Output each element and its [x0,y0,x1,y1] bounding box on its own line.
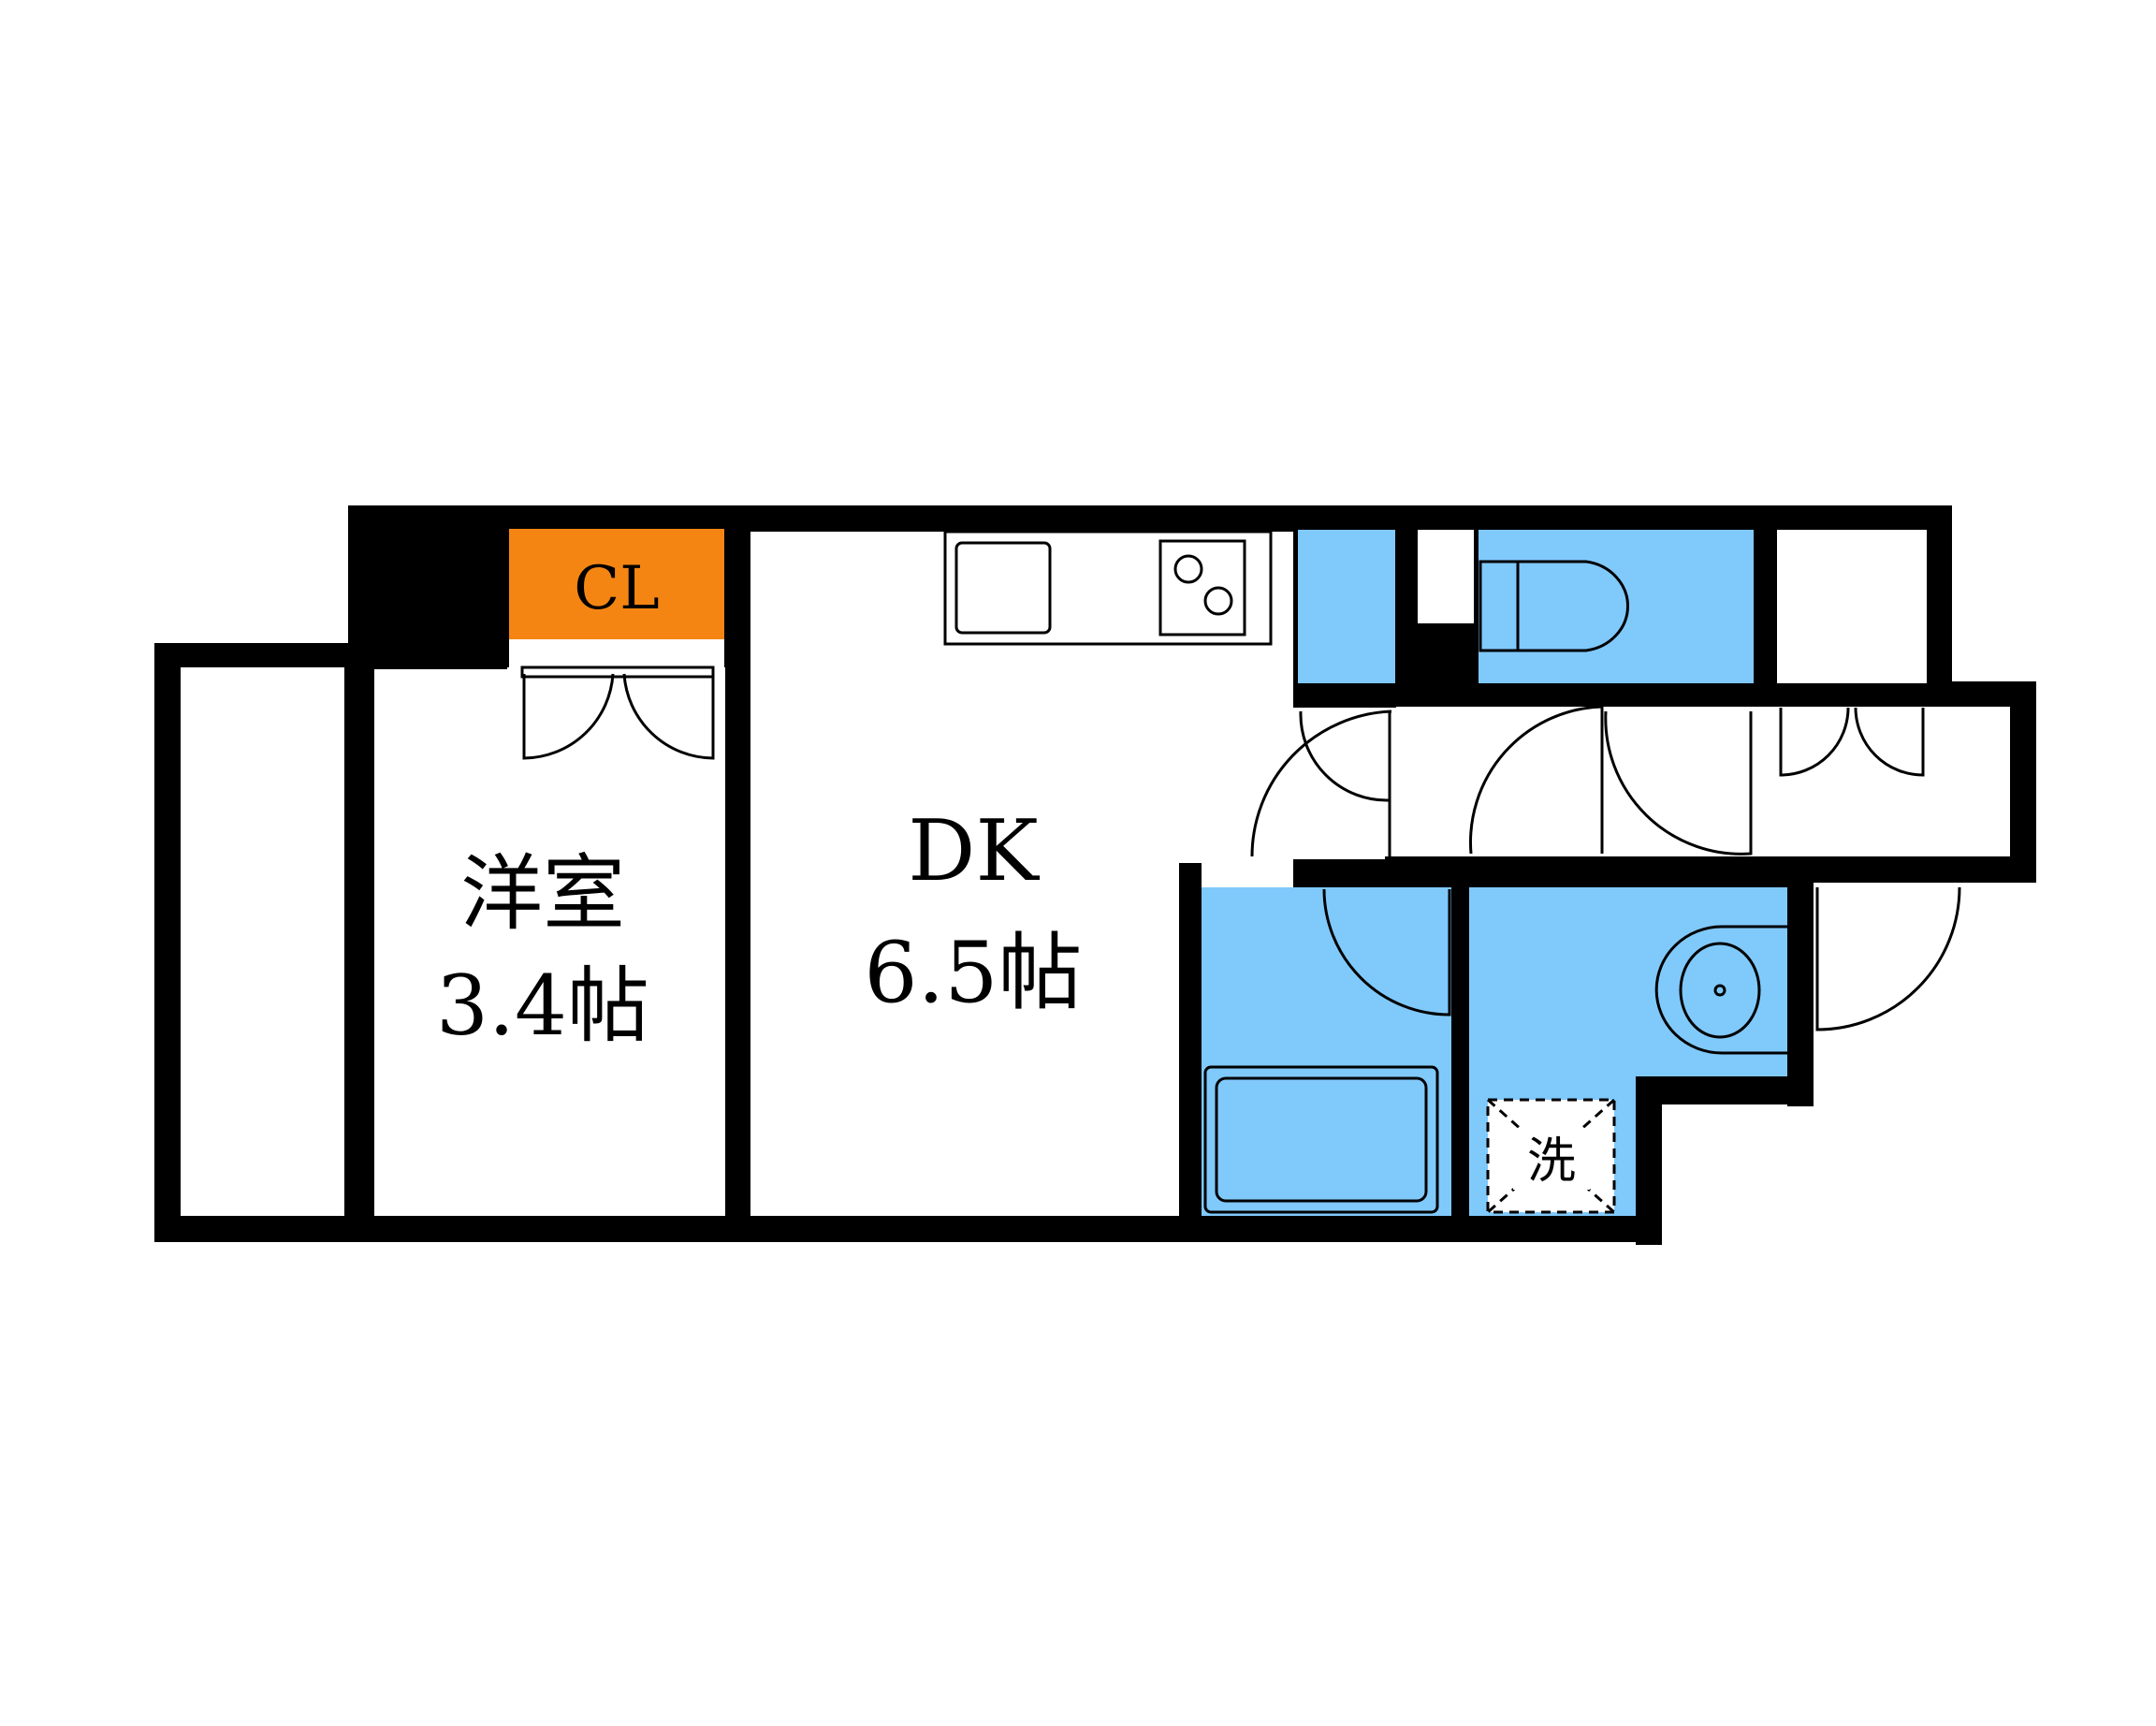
hall-bottom-right [1814,856,2036,883]
wall-toilet-bottom [1479,683,1754,687]
western-room-size: 3.4帖 [436,958,649,1054]
door-swing-icon [1815,886,1961,1031]
floors [181,505,2010,1216]
washbasin-bowl [1679,942,1761,1039]
toilet-left-block [1418,530,1474,623]
door-fixtures [350,509,1961,1216]
door-swing-icon [1779,707,1850,777]
door-swing-icon [1469,705,1603,855]
washbasin-icon [1654,925,1787,1055]
balcony-floor [181,667,344,1216]
door-swing-icon [1604,710,1753,856]
wall-wash-entrance [1787,887,1814,1103]
hallway-left [1254,700,1385,859]
exterior-cover-right [1815,1106,2040,1247]
bathroom-floor [1201,887,1451,1216]
western-room-name: 洋室 [460,845,625,942]
storage-right [1777,530,1927,683]
main-right-cover [1952,487,2064,681]
hall-top-right [1927,681,2036,707]
kitchen [943,530,1273,646]
wash-wall-right [1636,1076,1662,1245]
dk-kitchen-corner [1273,532,1293,685]
stove-icon [1158,539,1246,636]
laundry-label: 洗 [1527,1134,1576,1190]
storage-blue [1298,530,1395,683]
door-swing-icon [1322,888,1451,1017]
entrance-floor [1814,887,1943,1106]
entrance-inner [1814,883,1943,892]
washbasin-drain [1713,984,1726,997]
wall-dk-right [1179,863,1202,1242]
bathtub-inner [1215,1076,1428,1203]
door-swing-icon [1250,709,1392,857]
wall-toilet-storage [1754,530,1777,689]
dk-room-size: 6.5帖 [864,924,1082,1022]
wall-storage-toilet [1395,530,1418,689]
washroom-floor [1469,887,1787,1103]
door-swing-icon [522,673,615,760]
hall-right-cover [2036,655,2055,899]
door-swing-icon [1299,710,1391,802]
bath-fixture [1203,1065,1439,1214]
washer-label-bg [1513,1128,1590,1190]
wall-toilet-left [1418,623,1479,689]
wall-storage-bottom [1293,683,1396,708]
dk-room-name: DK [908,802,1040,900]
stove-burner [1173,554,1203,584]
closet-front [509,639,724,667]
closet-label: CL [574,554,659,623]
exterior-cover-right2 [1638,1104,1825,1245]
structure-column [348,505,507,669]
top-wall-right [1293,505,1952,530]
toilet-fixture [1479,560,1629,652]
closet-floor [509,529,724,639]
toilet-icon [1516,560,1629,652]
toilet-room-floor [1479,530,1754,683]
wall-right-storage-bottom [1777,683,1927,687]
main-right-wall [1927,505,1952,702]
stove-burner [1203,586,1233,616]
door-swing-icon [1854,707,1925,777]
washbasin-fixture [1654,925,1787,1055]
closet-door-frame [520,666,715,679]
wash-wall-bottom [1636,1076,1814,1103]
bathtub-icon [1203,1065,1439,1214]
sink-icon [954,541,1052,635]
western-room-floor [374,667,725,1216]
hall-wall-right [2010,681,2036,883]
door-swing-icon [622,673,715,760]
